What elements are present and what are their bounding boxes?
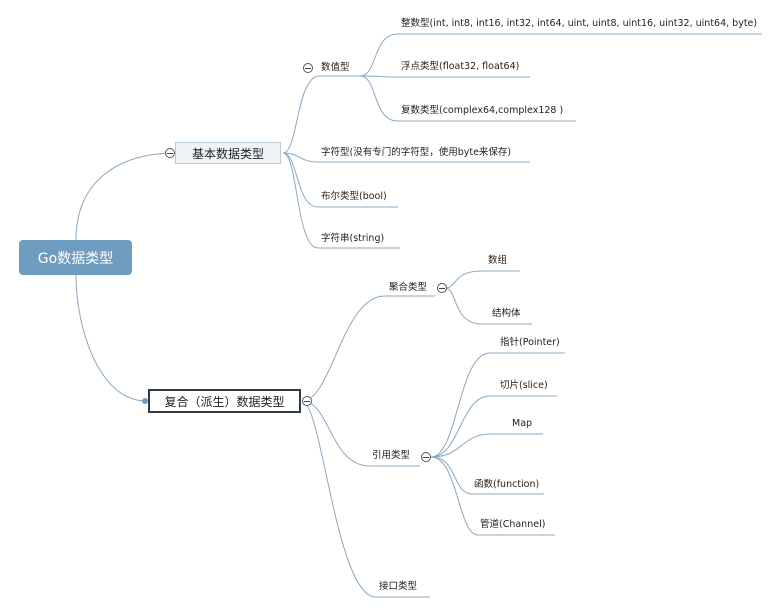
collapse-toggle-icon[interactable] xyxy=(303,63,313,73)
root-label: Go数据类型 xyxy=(37,250,114,267)
function-node[interactable]: 函数(function) xyxy=(474,479,540,490)
link-basic-char xyxy=(282,152,530,163)
aggregate-node[interactable]: 聚合类型 xyxy=(389,282,428,293)
link-numeric-float xyxy=(359,75,530,78)
link-composite-reference xyxy=(301,400,420,467)
link-numeric-int xyxy=(359,33,762,77)
bool-type-node[interactable]: 布尔类型(bool) xyxy=(321,191,387,202)
link-numeric-complex xyxy=(359,75,576,122)
link-basic-numeric xyxy=(282,75,360,154)
char-type-node[interactable]: 字符型(没有专门的字符型，使用byte来保存) xyxy=(321,147,512,158)
link-ref-slice xyxy=(430,395,557,458)
reference-node[interactable]: 引用类型 xyxy=(372,450,411,461)
numeric-float-node[interactable]: 浮点类型(float32, float64) xyxy=(401,61,520,72)
string-type-node[interactable]: 字符串(string) xyxy=(321,233,385,244)
collapse-toggle-icon[interactable] xyxy=(165,148,175,158)
link-root-composite xyxy=(75,274,147,402)
map-node[interactable]: Map xyxy=(512,418,533,429)
basic-types-node[interactable]: 基本数据类型 xyxy=(175,142,281,164)
root-node[interactable]: Go数据类型 xyxy=(19,240,132,275)
link-ref-pointer xyxy=(430,352,565,458)
numeric-node[interactable]: 数值型 xyxy=(321,62,350,73)
link-basic-bool xyxy=(282,152,398,208)
slice-node[interactable]: 切片(slice) xyxy=(500,380,548,391)
channel-node[interactable]: 管道(Channel) xyxy=(480,519,546,530)
link-ref-map xyxy=(430,433,543,458)
link-basic-string xyxy=(282,152,400,249)
link-ref-function xyxy=(430,456,544,495)
collapse-toggle-icon[interactable] xyxy=(421,452,431,462)
collapse-toggle-icon[interactable] xyxy=(437,283,447,293)
link-aggregate-struct xyxy=(444,287,532,325)
interface-node[interactable]: 接口类型 xyxy=(379,581,418,592)
basic-types-label: 基本数据类型 xyxy=(191,146,264,161)
link-ref-channel xyxy=(430,456,555,536)
numeric-int-node[interactable]: 整数型(int, int8, int16, int32, int64, uint… xyxy=(401,18,758,29)
array-node[interactable]: 数组 xyxy=(488,255,508,266)
numeric-complex-node[interactable]: 复数类型(complex64,complex128 ) xyxy=(401,105,564,116)
link-anchor-dot xyxy=(142,398,148,404)
link-root-basic xyxy=(75,152,176,241)
link-composite-interface xyxy=(301,400,430,598)
composite-types-node[interactable]: 复合（派生）数据类型 xyxy=(148,389,301,413)
collapse-toggle-icon[interactable] xyxy=(302,396,312,406)
composite-types-label: 复合（派生）数据类型 xyxy=(164,394,285,409)
link-composite-aggregate xyxy=(301,295,435,402)
link-aggregate-array xyxy=(444,270,520,289)
pointer-node[interactable]: 指针(Pointer) xyxy=(500,337,560,348)
struct-node[interactable]: 结构体 xyxy=(492,308,521,319)
